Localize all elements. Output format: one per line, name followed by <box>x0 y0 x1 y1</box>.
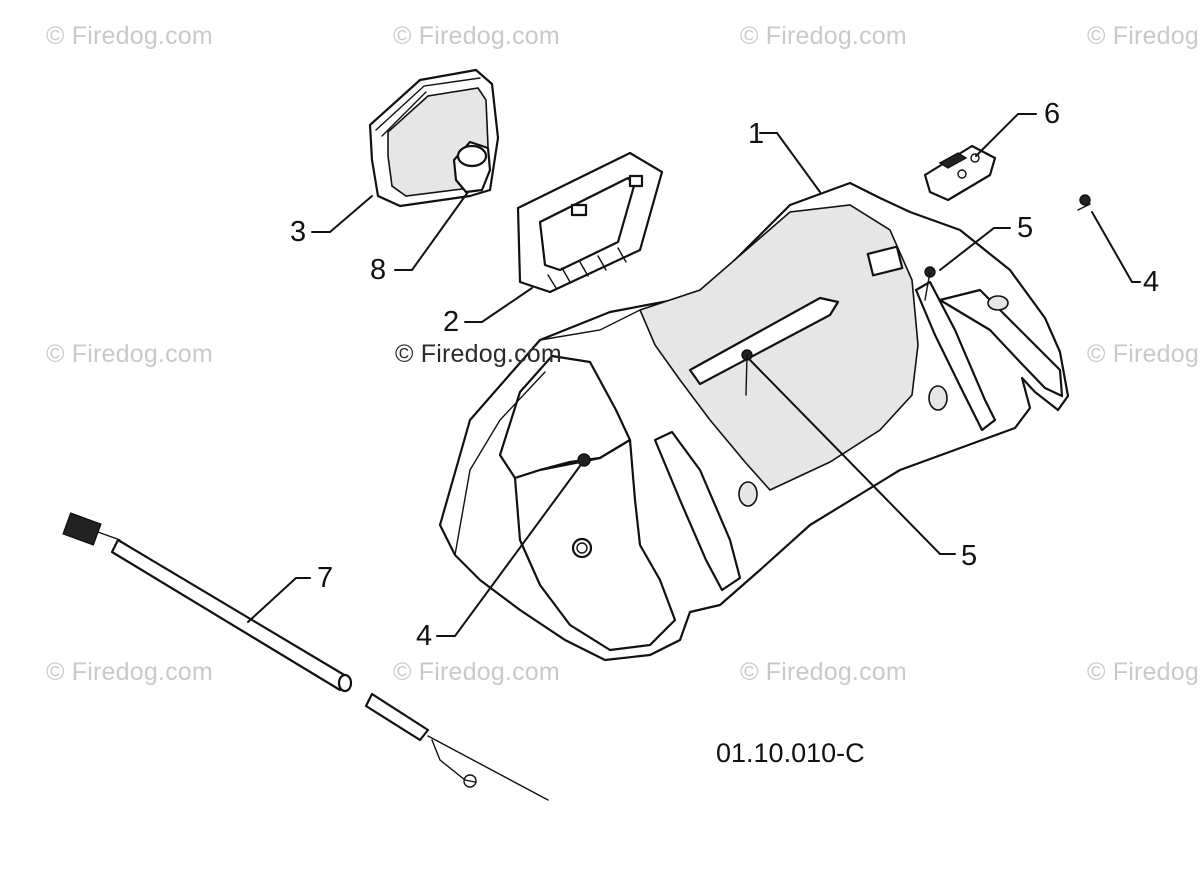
leader-line <box>394 191 469 271</box>
leader-line <box>436 465 581 637</box>
callout-8: 8 <box>370 254 387 286</box>
watermark: © Firedog.com <box>46 658 213 686</box>
callout-5: 5 <box>1017 212 1034 244</box>
leader-line <box>464 287 533 323</box>
leader-line <box>311 195 373 233</box>
watermark: © Firedog.com <box>1087 340 1200 368</box>
leader-line <box>1091 211 1141 283</box>
watermark: © Firedog.com <box>46 22 213 50</box>
watermark: © Firedog.com <box>46 340 213 368</box>
callout-1: 1 <box>748 118 765 150</box>
leader-line <box>759 132 821 193</box>
callout-3: 3 <box>290 216 307 248</box>
leader-line <box>247 577 311 623</box>
lamp-frame-part <box>516 151 664 294</box>
cable-part <box>62 512 549 801</box>
watermark: © Firedog.com <box>1087 22 1200 50</box>
callout-6: 6 <box>1044 98 1061 130</box>
leader-line <box>749 359 956 555</box>
diagram-code: 01.10.010-C <box>716 738 865 768</box>
watermark: © Firedog.com <box>393 22 560 50</box>
bulb-socket-part <box>452 140 492 194</box>
watermark: © Firedog.com <box>395 340 562 368</box>
watermark: © Firedog.com <box>393 658 560 686</box>
watermark: © Firedog.com <box>740 22 907 50</box>
watermark: © Firedog.com <box>1087 658 1200 686</box>
switch-part <box>923 144 997 202</box>
callout-7: 7 <box>317 562 334 594</box>
leader-line <box>939 227 1011 271</box>
leader-line <box>975 113 1037 157</box>
watermark: © Firedog.com <box>740 658 907 686</box>
hood-housing-part <box>438 181 1070 662</box>
screw-part <box>1077 194 1091 211</box>
callout-5: 5 <box>961 540 978 572</box>
callout-4: 4 <box>1143 266 1160 298</box>
callout-2: 2 <box>443 306 460 338</box>
callout-4: 4 <box>416 620 433 652</box>
